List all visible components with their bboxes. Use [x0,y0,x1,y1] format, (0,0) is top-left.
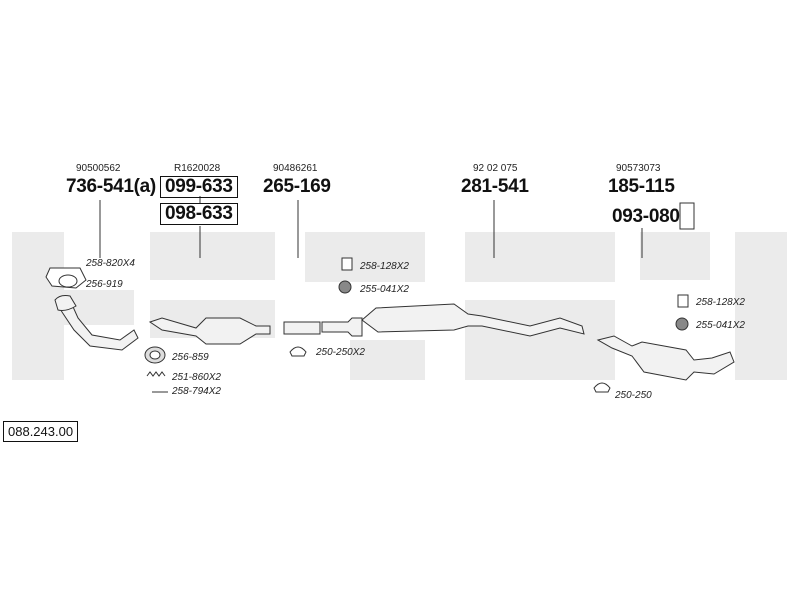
part-code[interactable]: 098-633 [160,203,238,225]
hanger-drawing [341,257,353,271]
accessory-label[interactable]: 255-041X2 [360,284,409,295]
rear-silencer-drawing [596,335,735,381]
hanger-drawing [677,294,689,308]
accessory-label[interactable]: 258-128X2 [696,297,745,308]
oem-number: 90573073 [616,163,661,174]
accessory-label[interactable]: 258-794X2 [172,386,221,397]
accessory-label[interactable]: 255-041X2 [696,320,745,331]
rubber-mount-drawing [338,280,352,294]
accessory-label[interactable]: 250-250X2 [316,347,365,358]
spring-drawing [146,371,166,377]
accessory-label[interactable]: 251-860X2 [172,372,221,383]
mounting-kit-drawing [679,202,695,230]
intermediate-pipe-drawing [283,321,321,335]
clamp-drawing [289,346,307,357]
oem-number: 90486261 [273,163,318,174]
part-code[interactable]: 093-080 [612,206,680,227]
front-pipe-flange [54,295,77,311]
ring-gasket-hole [149,350,161,360]
part-code[interactable]: 736-541(a) [66,176,156,197]
accessory-label[interactable]: 256-919 [86,279,123,290]
clamp-drawing [593,382,611,393]
middle-silencer-drawing [361,303,585,337]
oem-number: 90500562 [76,163,121,174]
part-code[interactable]: 099-633 [160,176,238,198]
connector-drawing [321,317,363,337]
accessory-label[interactable]: 250-250 [615,390,652,401]
oem-number: 92 02 075 [473,163,518,174]
gasket-ring [58,274,78,288]
part-code[interactable]: 185-115 [608,176,675,197]
reference-number: 088.243.00 [3,421,79,442]
accessory-label[interactable]: 258-128X2 [360,261,409,272]
accessory-label[interactable]: 256-859 [172,352,209,363]
catalytic-converter-drawing [148,317,271,345]
part-code[interactable]: 265-169 [263,176,331,197]
oem-number: R1620028 [174,163,221,174]
accessory-label[interactable]: 258-820X4 [86,258,135,269]
rubber-mount-drawing [675,317,689,331]
part-code[interactable]: 281-541 [461,176,529,197]
